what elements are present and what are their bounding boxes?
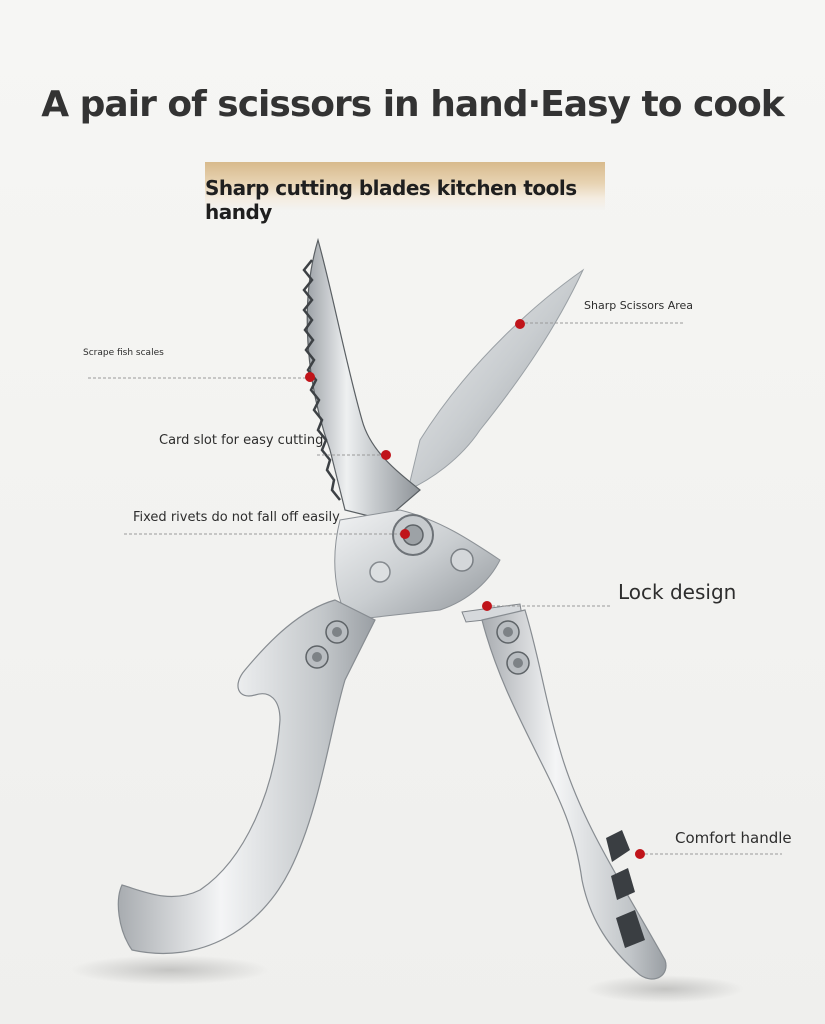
grip-hole-2 — [611, 868, 635, 900]
right-handle-shadow — [585, 975, 745, 1003]
marker-dot-icon — [305, 372, 315, 382]
stop-pin-icon — [450, 548, 474, 572]
marker-dot-icon — [381, 450, 391, 460]
callout-scrape-fish-scales: Scrape fish scales — [83, 348, 164, 358]
page-title: A pair of scissors in hand·Easy to cook — [41, 84, 784, 125]
callout-fixed-rivets: Fixed rivets do not fall off easily — [133, 510, 340, 525]
marker-dot-icon — [482, 601, 492, 611]
page-subtitle: Sharp cutting blades kitchen tools handy — [205, 176, 577, 224]
callout-sharp-scissors-area: Sharp Scissors Area — [584, 299, 694, 312]
spring-pin-icon — [369, 561, 391, 583]
left-handle-shadow — [70, 955, 270, 985]
marker-dot-icon — [515, 319, 525, 329]
callout-lock-design: Lock design — [618, 580, 737, 604]
grip-hole-3 — [616, 910, 645, 948]
right-blade — [407, 268, 585, 491]
callout-lines — [88, 322, 782, 855]
blade-serration — [302, 259, 341, 501]
subtitle-ribbon — [205, 162, 605, 210]
callout-card-slot: Card slot for easy cutting — [159, 433, 324, 448]
left-handle — [117, 599, 376, 954]
pivot-body — [334, 509, 501, 621]
marker-dot-icon — [635, 849, 645, 859]
callout-markers — [305, 319, 645, 859]
callout-comfort-handle: Comfort handle — [675, 829, 792, 847]
grip-hole-1 — [606, 830, 630, 862]
marker-dot-icon — [400, 529, 410, 539]
left-serrated-blade — [306, 237, 421, 521]
